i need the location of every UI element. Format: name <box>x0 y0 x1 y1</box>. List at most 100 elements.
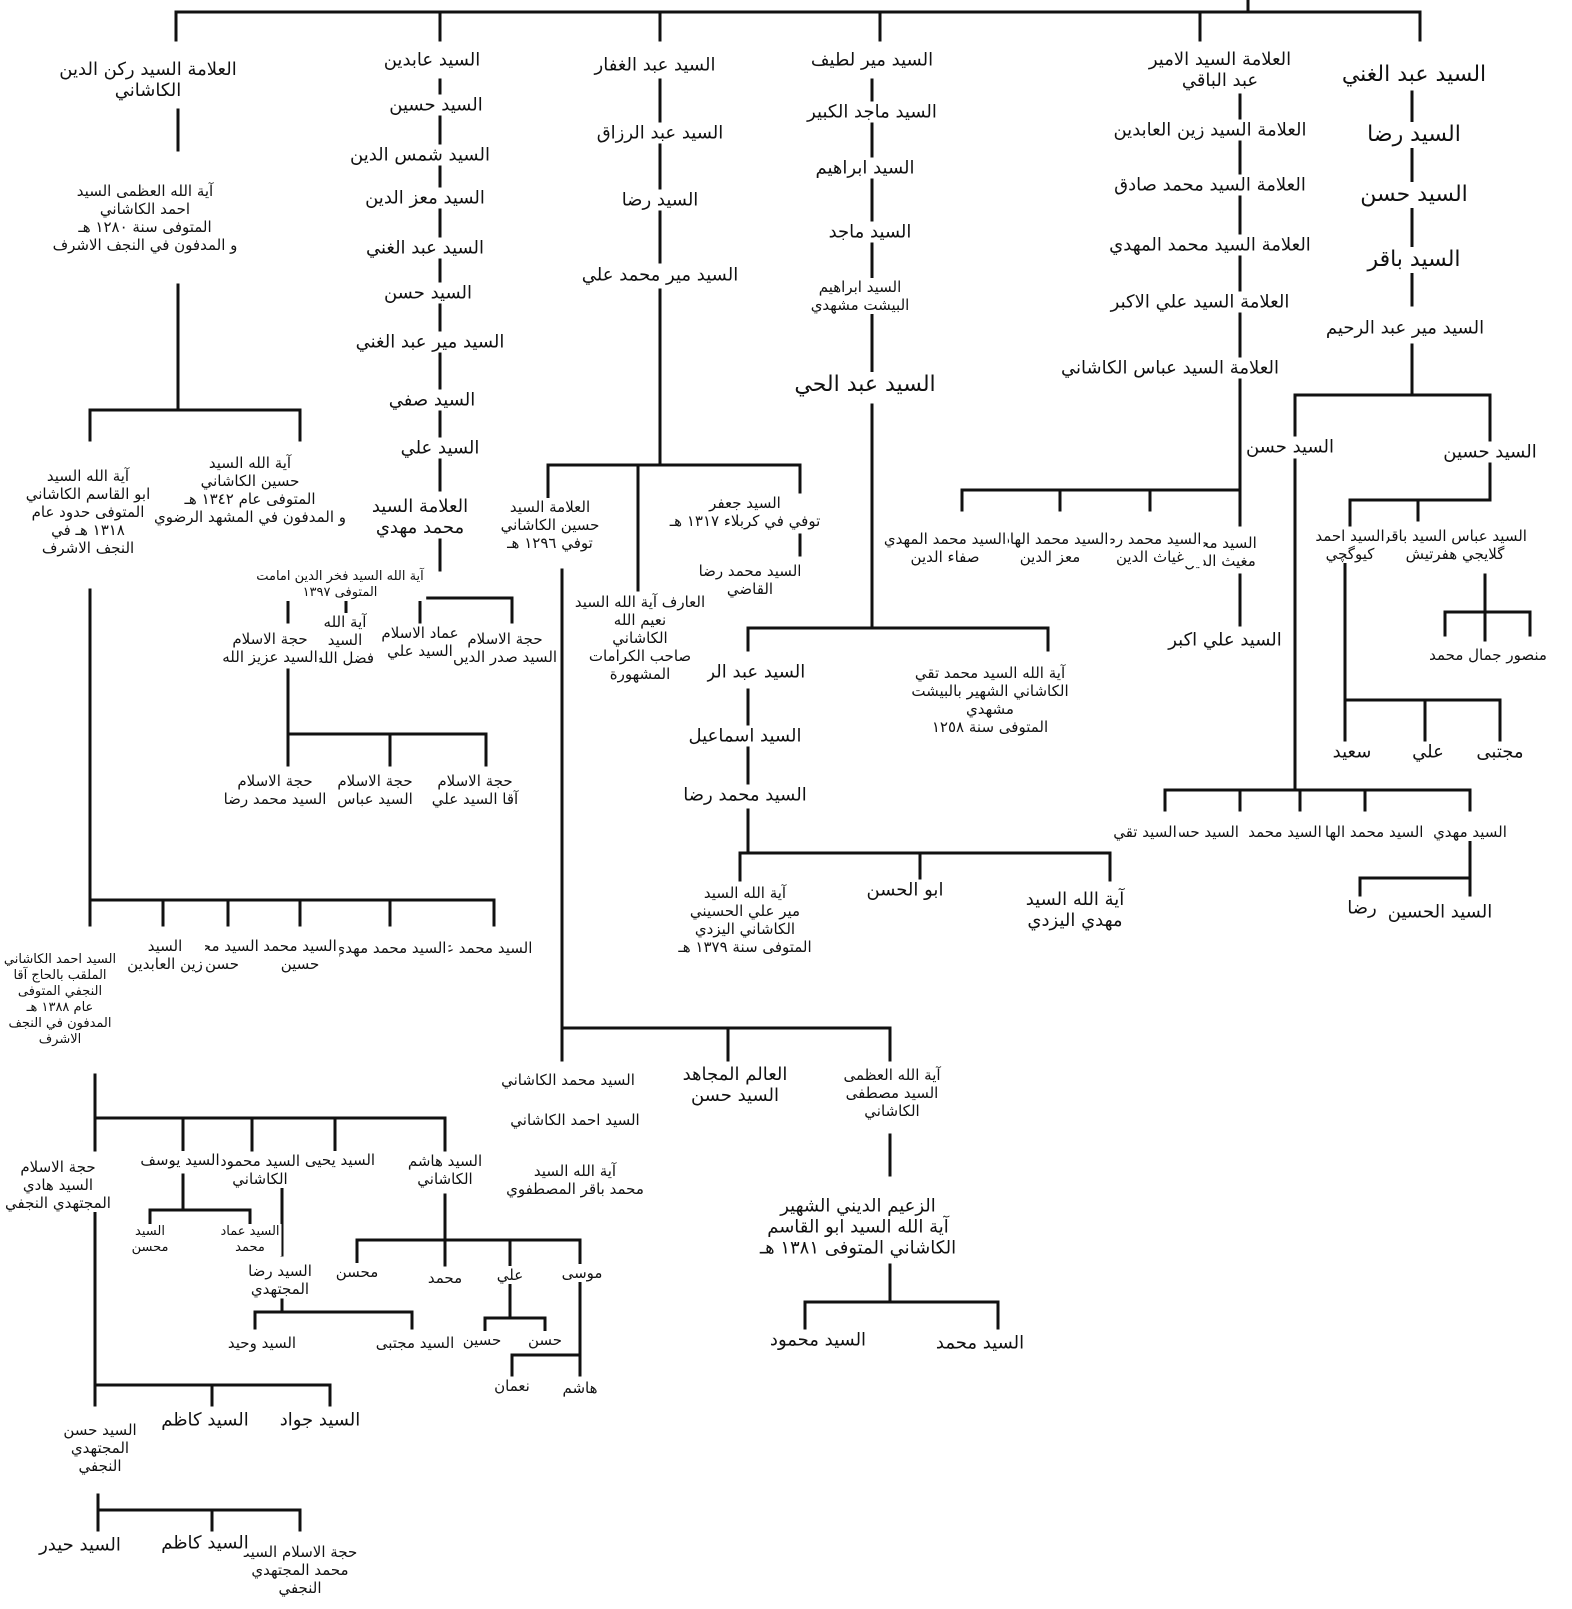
tree-node: السيد عبد الغني <box>1339 62 1489 88</box>
tree-node: حسن <box>525 1331 565 1349</box>
tree-node: السيد رضا <box>619 189 701 211</box>
tree-node: السيد ابراهيم <box>813 157 917 179</box>
tree-node: العلامة السيد محمد صادق <box>1112 174 1308 196</box>
tree-node: العلامة السيد علي الاكبر <box>1108 291 1292 313</box>
tree-node: السيد حسين <box>1441 441 1539 463</box>
tree-node: السيد يوسف <box>138 1151 222 1169</box>
tree-node: السيد محمد الكاشاني <box>499 1071 637 1089</box>
tree-node: السيد جواد <box>277 1409 363 1431</box>
tree-node: السيد عبد الرزاق <box>594 122 726 144</box>
tree-node: السيد محمد <box>1246 823 1324 841</box>
tree-node: السيد مير عبد الرحيم <box>1323 317 1487 339</box>
tree-node: السيد عبد الرزاق <box>676 661 808 683</box>
tree-node: السيد عبد الغفار <box>592 54 718 76</box>
tree-node: السيد مجتبى <box>373 1334 457 1352</box>
tree-node: السيد مير لطيف <box>808 49 936 71</box>
tree-node: السيد حيدر <box>37 1534 123 1556</box>
tree-node: السيد باقر <box>1365 247 1463 273</box>
tree-node: السيد مير عبد الغني <box>353 331 507 353</box>
tree-node: علي <box>1410 741 1446 763</box>
tree-node: السيد محمد علي <box>425 939 535 957</box>
tree-node: السيد حسن <box>1358 182 1470 208</box>
tree-node: السيد حسين <box>387 94 485 116</box>
tree-node: السيد صفي <box>386 389 478 411</box>
tree-node: السيد محمد <box>933 1332 1027 1354</box>
tree-node: السيد ماجد الكبير <box>805 101 939 123</box>
tree-node: السيد عابدين <box>381 49 483 71</box>
tree-node: السيد كاظم <box>159 1409 251 1431</box>
tree-node: السيد حسن <box>1243 436 1337 458</box>
tree-node: السيد تقي <box>1111 823 1179 841</box>
tree-node: السيد معز الدين <box>363 187 487 209</box>
tree-node: السيد مير محمد علي <box>579 264 741 286</box>
tree-node: علي <box>494 1266 526 1284</box>
tree-node: السيد محمد مهدي <box>331 939 449 957</box>
tree-node: العلامة السيد محمد المهدي <box>1107 234 1313 256</box>
tree-node: محمد <box>425 1269 465 1287</box>
tree-node: السيد عبد الغني <box>363 237 487 259</box>
tree-node: العلامة السيد زين العابدين <box>1111 119 1309 141</box>
tree-node: السيد اسماعيل <box>686 725 804 747</box>
tree-node: رضا <box>1345 897 1379 919</box>
tree-node: السيد ماجد <box>826 221 914 243</box>
tree-node: السيد محمود <box>767 1329 869 1351</box>
tree-node: السيد احمد الكاشاني <box>508 1111 642 1129</box>
tree-node: السيد كاظم <box>159 1532 251 1554</box>
tree-node: السيد علي اكبر <box>1166 629 1284 651</box>
tree-node: مجتبى <box>1474 741 1526 763</box>
tree-node: نعمان <box>492 1377 532 1395</box>
tree-node: السيد علي <box>398 437 482 459</box>
tree-node: هاشم <box>560 1379 600 1397</box>
tree-node: السيد شمس الدين <box>348 144 492 166</box>
tree-node: السيد حسن <box>381 282 475 304</box>
tree-node: موسى <box>559 1264 605 1282</box>
tree-node: سعيد <box>1330 741 1374 763</box>
tree-node: محسن <box>333 1263 381 1281</box>
tree-node: السيد يحيى <box>302 1151 378 1169</box>
tree-node: منصور جمال محمد <box>1427 646 1549 664</box>
tree-node: السيد محمد رضا <box>681 784 809 806</box>
tree-node: السيد الحسين <box>1385 901 1495 923</box>
tree-node: العلامة السيد عباس الكاشاني <box>1059 357 1281 379</box>
tree-node: ابو الحسن <box>864 879 946 901</box>
tree-node: السيد مهدي <box>1431 823 1509 841</box>
tree-node: السيد عبد الحي <box>792 372 938 398</box>
tree-node: السيد محمد الهادي <box>1304 823 1426 841</box>
